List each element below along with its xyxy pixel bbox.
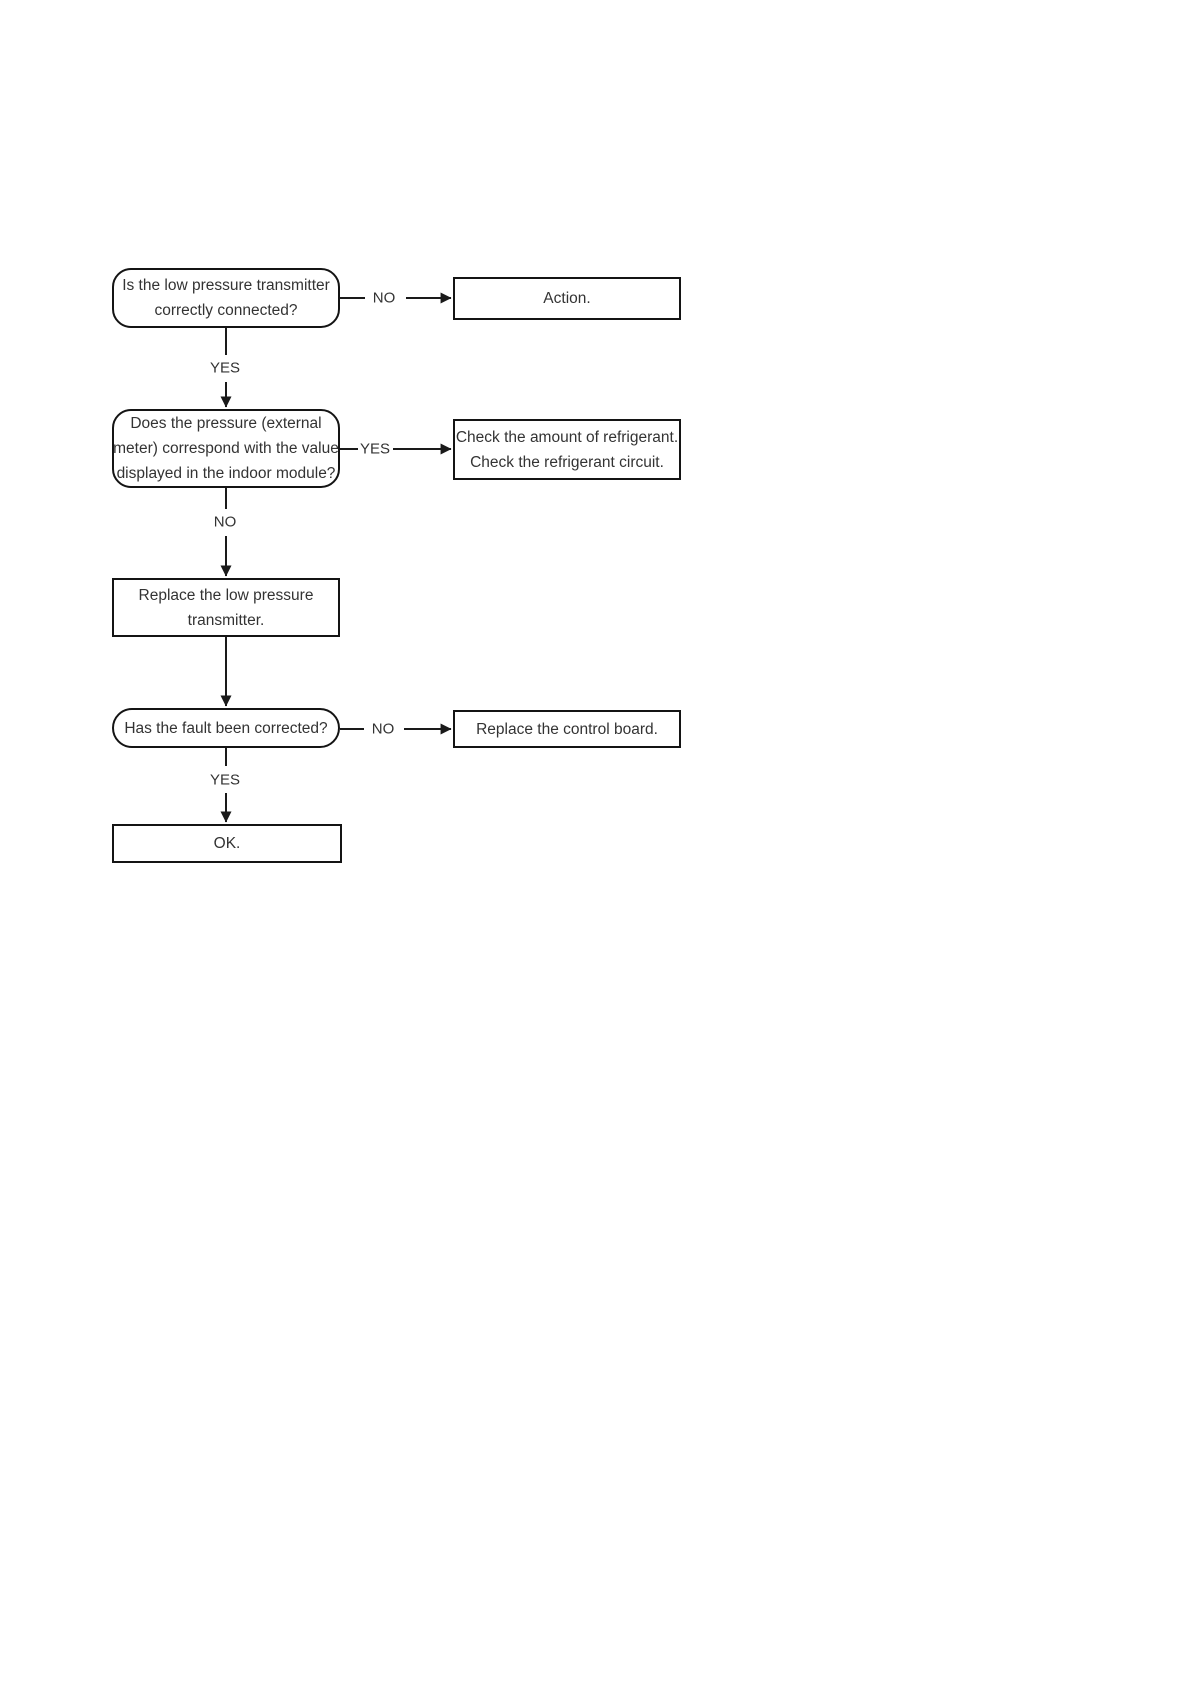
edge-label-q3-no: NO: [370, 720, 396, 738]
node-text-line: Replace the control board.: [476, 720, 658, 738]
edge-label-q1-yes: YES: [208, 359, 242, 377]
node-text-line: OK.: [213, 835, 241, 852]
node-question-transmitter-connected: Is the low pressure transmitter correctl…: [112, 268, 340, 328]
node-text-line: Is the low pressure transmitter: [122, 277, 330, 294]
node-question-pressure-corresponds: Does the pressure (external meter) corre…: [112, 409, 340, 488]
node-text-line: Does the pressure (external: [130, 415, 322, 432]
edge-label-q1-no: NO: [371, 289, 397, 307]
node-text-line: displayed in the indoor module?: [116, 465, 336, 482]
node-text-line: transmitter.: [187, 611, 265, 629]
edge-label-q2-no: NO: [212, 513, 238, 531]
node-replace-control-board: Replace the control board.: [453, 710, 681, 748]
node-action: Action.: [453, 277, 681, 320]
node-text-line: meter) correspond with the value: [113, 440, 339, 457]
node-text-line: Replace the low pressure: [138, 586, 314, 604]
edge-label-q2-yes: YES: [358, 440, 392, 458]
node-replace-transmitter: Replace the low pressure transmitter.: [112, 578, 340, 637]
edge-label-q3-yes: YES: [208, 771, 242, 789]
node-text-line: Check the refrigerant circuit.: [470, 453, 664, 471]
node-text-line: Action.: [543, 290, 591, 307]
node-text-line: Check the amount of refrigerant.: [455, 428, 679, 446]
node-text-line: Has the fault been corrected?: [124, 719, 328, 737]
node-ok: OK.: [112, 824, 342, 863]
node-check-refrigerant: Check the amount of refrigerant. Check t…: [453, 419, 681, 480]
node-text-line: correctly connected?: [154, 302, 298, 319]
node-question-fault-corrected: Has the fault been corrected?: [112, 708, 340, 748]
